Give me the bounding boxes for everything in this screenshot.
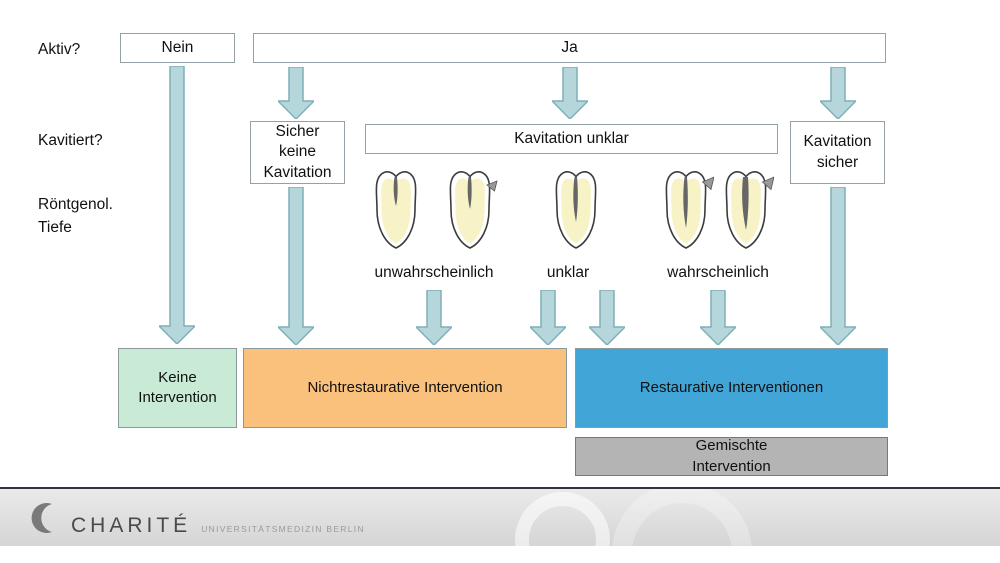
charite-subtitle: UNIVERSITÄTSMEDIZIN BERLIN: [201, 524, 365, 534]
charite-crescent-icon: [31, 503, 52, 533]
tooth-icon-deep-lesion-2: [725, 170, 774, 249]
box-gemischte-intervention: Gemischte Intervention: [575, 437, 888, 476]
footer-divider: [0, 487, 1000, 489]
box-nein: Nein: [120, 33, 235, 63]
label-wahrscheinlich: wahrscheinlich: [667, 264, 769, 281]
label-kavitiert: Kavitiert?: [38, 132, 103, 149]
box-ja: Ja: [253, 33, 886, 63]
arrow-unklar-to-nichtrestaurativ: [530, 290, 566, 345]
box-keine-intervention: Keine Intervention: [118, 348, 237, 428]
box-kavitation-unklar: Kavitation unklar: [365, 124, 778, 154]
label-aktiv: Aktiv?: [38, 41, 81, 58]
arrow-unwahrscheinlich-to-nichtrestaurativ: [416, 290, 452, 345]
box-restaurative-interventionen: Restaurative Interventionen: [575, 348, 888, 428]
arrow-wahrscheinlich-to-restaurativ: [700, 290, 736, 345]
label-unklar: unklar: [546, 264, 590, 281]
box-nichtrestaurative-intervention: Nichtrestaurative Intervention: [243, 348, 567, 428]
arrow-unklar-to-restaurativ: [589, 290, 625, 345]
box-kavitation-sicher: Kavitation sicher: [790, 121, 885, 184]
footer-ring-decoration: [515, 492, 610, 546]
tooth-icon-shallow-lesion-2: [449, 170, 498, 249]
tooth-icon-shallow-lesion-1: [375, 170, 417, 249]
arrow-ja-to-kavitation-sicher: [820, 67, 856, 119]
charite-logo: CHARITÉ UNIVERSITÄTSMEDIZIN BERLIN: [28, 500, 365, 536]
label-unwahrscheinlich: unwahrscheinlich: [374, 264, 494, 281]
arrow-nein-to-keine-intervention: [159, 66, 195, 344]
arrow-kavitation-sicher-to-restaurativ: [820, 187, 856, 345]
tooth-icon-deep-lesion-1: [665, 170, 714, 249]
footer-ring-decoration: [612, 489, 752, 546]
arrow-ja-to-sicher-keine-kavitation: [278, 67, 314, 119]
label-roentgenol-tiefe: Röntgenol. Tiefe: [38, 196, 113, 237]
tooth-icon-medium-lesion: [555, 170, 597, 249]
footer-band: CHARITÉ UNIVERSITÄTSMEDIZIN BERLIN: [0, 489, 1000, 546]
charite-wordmark: CHARITÉ: [71, 514, 192, 537]
arrow-ja-to-kavitation-unklar: [552, 67, 588, 119]
arrow-sicher-keine-to-nichtrestaurativ: [278, 187, 314, 345]
box-sicher-keine-kavitation: Sicher keine Kavitation: [250, 121, 345, 184]
